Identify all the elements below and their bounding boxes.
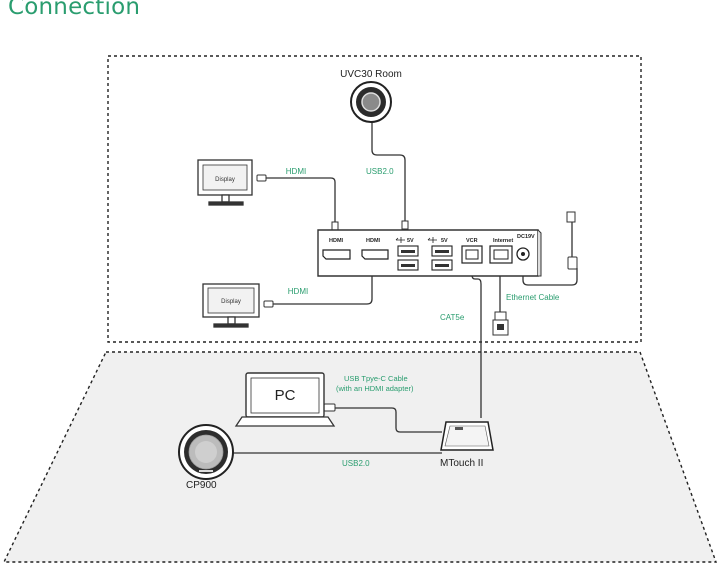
usb-plug-icon (401, 220, 409, 230)
cable-label-cat5e: CAT5e (440, 313, 465, 322)
cp900-label: CP900 (186, 480, 217, 491)
cable-label-usb-c-2: (with an HDMI adapter) (336, 384, 414, 393)
usb-c-connector-icon (323, 403, 336, 412)
usb-camera-cable (371, 118, 406, 224)
display-bottom-label: Display (221, 299, 241, 305)
port-label-usb-1: 5V (407, 238, 414, 244)
cp900-speaker-device (178, 424, 234, 480)
hdmi-top-cable (266, 177, 336, 226)
port-label-usb-2: 5V (441, 238, 448, 244)
port-label-vcr: VCR (466, 238, 478, 244)
display-top-device (197, 159, 253, 206)
usb-c-cable (335, 407, 442, 433)
cable-label-usb-camera: USB2.0 (366, 167, 394, 176)
ethernet-wall-jack (492, 311, 509, 336)
port-label-hdmi-2: HDMI (366, 238, 381, 244)
power-cable (522, 262, 578, 286)
usb-symbol-icon (395, 237, 437, 243)
hdmi-plug-icon (331, 221, 339, 231)
internet-port (489, 245, 513, 264)
cable-label-hdmi-top: HDMI (286, 167, 306, 176)
cable-label-ethernet: Ethernet Cable (506, 293, 560, 302)
vcr-port (461, 245, 483, 264)
hdmi-port-1 (322, 249, 351, 260)
room-floor (2, 351, 717, 563)
camera-device (350, 81, 392, 123)
power-plug-icon (566, 211, 576, 223)
mtouch-device (440, 421, 494, 451)
pc-label: PC (275, 387, 296, 404)
page-title: Connection (8, 0, 141, 20)
hdmi-port-2 (361, 249, 389, 260)
hdmi-connector-icon (256, 174, 267, 182)
hub-device (317, 229, 542, 277)
cable-label-usb-speaker: USB2.0 (342, 459, 370, 468)
cable-label-usb-c-1: USB Tpye-C Cable (344, 374, 408, 383)
pc-laptop-device (234, 372, 336, 427)
port-label-hdmi-1: HDMI (329, 238, 344, 244)
port-label-dc: DC19V (517, 234, 535, 240)
camera-label: UVC30 Room (340, 69, 402, 80)
display-bottom-device (202, 283, 260, 328)
hdmi-bottom-cable (272, 262, 373, 305)
display-top-label: Display (215, 177, 235, 183)
hdmi-connector-icon (263, 300, 274, 308)
mtouch-label: MTouch II (440, 458, 483, 469)
power-adapter-icon (567, 256, 578, 270)
port-label-internet: Internet (493, 238, 513, 244)
cable-label-hdmi-bottom: HDMI (288, 287, 308, 296)
